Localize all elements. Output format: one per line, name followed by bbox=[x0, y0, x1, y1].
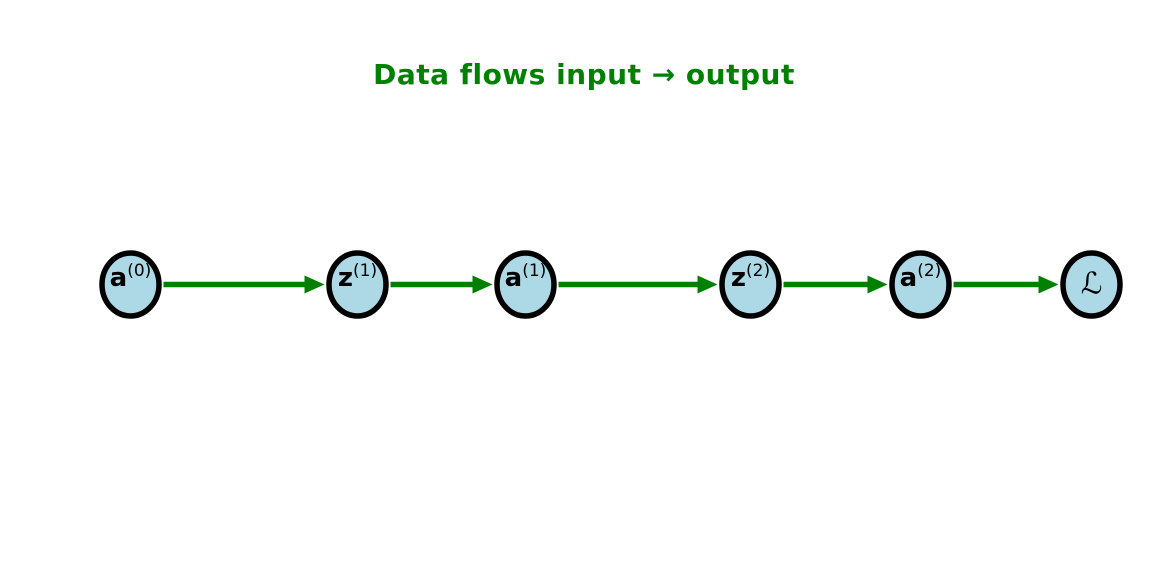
node-a2: a(2) bbox=[889, 250, 952, 319]
node-circle bbox=[719, 250, 782, 319]
node-label: ℒ bbox=[1081, 267, 1103, 302]
node-a0: a(0) bbox=[99, 250, 162, 319]
arrowhead-icon bbox=[697, 275, 718, 294]
figure-title: Data flows input → output bbox=[373, 58, 795, 91]
flow-arrow-a2-L bbox=[953, 275, 1059, 294]
flow-arrow-z2-a2 bbox=[783, 275, 888, 294]
node-circle bbox=[889, 250, 952, 319]
node-circle bbox=[326, 250, 389, 319]
node-label: z(2) bbox=[731, 261, 770, 293]
node-circle bbox=[1060, 250, 1123, 319]
node-label: a(1) bbox=[505, 261, 547, 293]
arrowhead-icon bbox=[304, 275, 325, 294]
node-z2: z(2) bbox=[719, 250, 782, 319]
arrowhead-icon bbox=[472, 275, 493, 294]
flow-arrow-z1-a1 bbox=[390, 275, 493, 294]
flow-arrow-a0-z1 bbox=[163, 275, 325, 294]
arrowhead-icon bbox=[1038, 275, 1059, 294]
node-a1: a(1) bbox=[494, 250, 557, 319]
node-label: a(2) bbox=[900, 261, 942, 293]
arrowhead-icon bbox=[867, 275, 888, 294]
node-L: ℒ bbox=[1060, 250, 1123, 319]
node-z1: z(1) bbox=[326, 250, 389, 319]
node-circle bbox=[494, 250, 557, 319]
node-label: z(1) bbox=[338, 261, 377, 293]
node-circle bbox=[99, 250, 162, 319]
node-label: a(0) bbox=[110, 261, 152, 293]
flow-arrow-a1-z2 bbox=[558, 275, 718, 294]
